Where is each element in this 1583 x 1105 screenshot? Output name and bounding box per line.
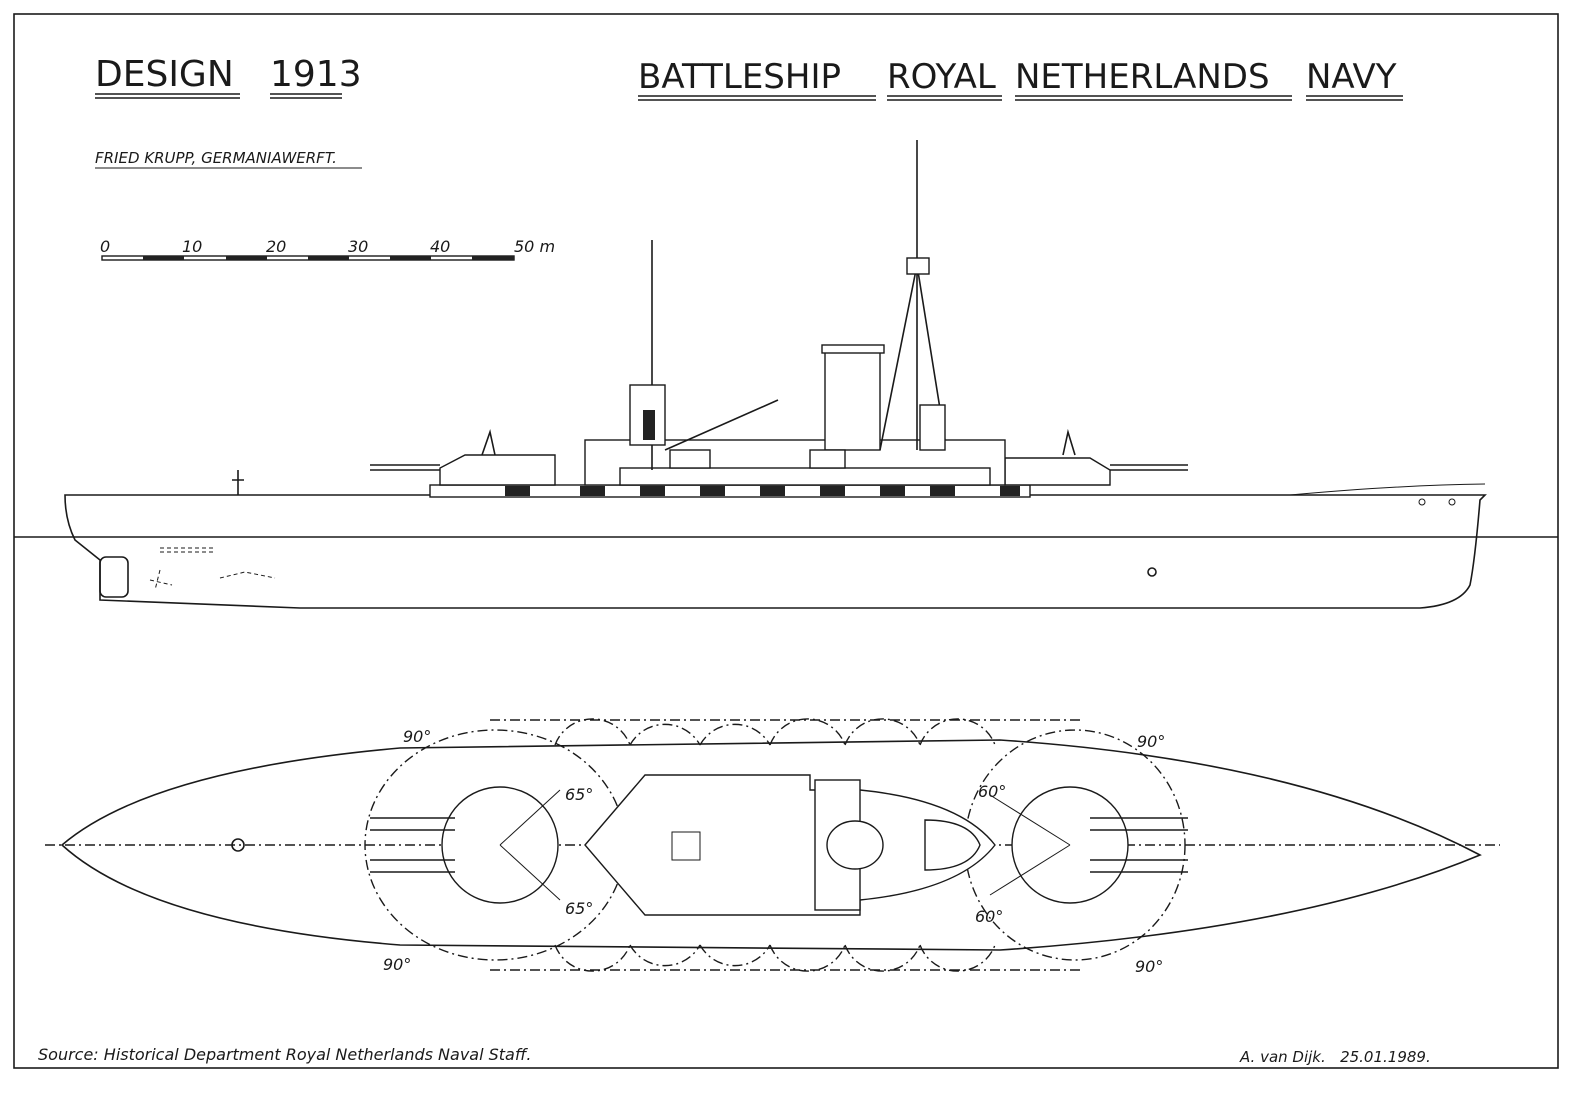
source-note: Source: Historical Department Royal Neth…	[38, 1045, 532, 1064]
title-word-4: NAVY	[1306, 57, 1397, 97]
arc-label-aft-lower: 60°	[975, 907, 1003, 926]
scale-bar: 0 10 20 30 40 50 m	[100, 237, 555, 261]
arc-label-fwd-lower: 65°	[565, 899, 593, 918]
arc-label-stern-port: 90°	[1137, 732, 1165, 751]
arc-label-bow-port: 90°	[403, 727, 431, 746]
arc-label-fwd-upper: 65°	[565, 785, 593, 804]
arc-label-bow-starboard: 90°	[383, 955, 411, 974]
scale-label-30: 30	[348, 237, 368, 256]
scale-label-50: 50 m	[514, 237, 555, 256]
title-word-1: BATTLESHIP	[638, 57, 841, 97]
scale-label-10: 10	[182, 237, 202, 256]
author-signature: A. van Dijk. 25.01.1989.	[1239, 1048, 1431, 1066]
title-year: 1913	[270, 54, 362, 95]
title-word-3: NETHERLANDS	[1015, 57, 1270, 97]
builder-label: FRIED KRUPP, GERMANIAWERFT.	[95, 149, 337, 167]
side-profile	[14, 140, 1558, 609]
scale-label-0: 0	[100, 237, 110, 256]
title-right: BATTLESHIP ROYAL NETHERLANDS NAVY	[638, 57, 1403, 101]
arc-label-stern-starboard: 90°	[1135, 957, 1163, 976]
scale-label-40: 40	[430, 237, 450, 256]
arc-label-aft-upper: 60°	[978, 782, 1006, 801]
title-left: DESIGN 1913	[95, 54, 362, 99]
sheet-border	[13, 13, 1559, 1069]
scale-label-20: 20	[266, 237, 286, 256]
title-word-2: ROYAL	[887, 57, 996, 97]
title-design: DESIGN	[95, 54, 234, 95]
plan-view	[45, 718, 1500, 972]
